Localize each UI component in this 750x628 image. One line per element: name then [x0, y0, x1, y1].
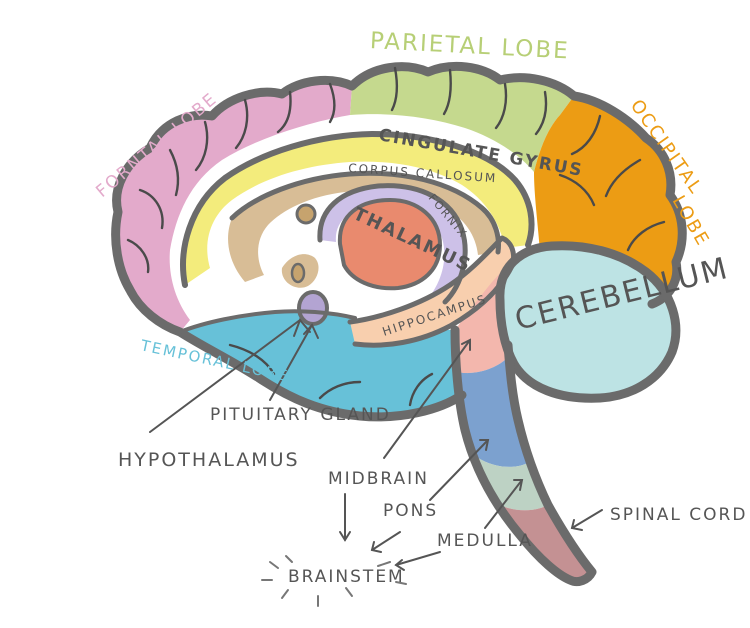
gyri-folds [126, 66, 666, 407]
pituitary-arrow [269, 324, 313, 401]
corpus-outline [229, 170, 501, 255]
arrowhead-1 [293, 318, 311, 337]
hypothalamus-label: HYPOTHALAMUS [118, 449, 300, 471]
cingulate-gyrus [183, 134, 532, 285]
pons-to-brainstem-arrow [371, 531, 401, 551]
brainstem-label: BRAINSTEM [288, 567, 405, 587]
temporal-inner-outline [178, 309, 357, 334]
brain-outline [111, 62, 687, 422]
parietal-lobe [350, 66, 574, 172]
spinal-cord-label: SPINAL CORD [610, 505, 747, 525]
arrowhead-3 [461, 338, 471, 351]
arrowhead-7 [339, 531, 351, 542]
midbrain-label: MIDBRAIN [328, 469, 429, 489]
mammillary-body [290, 262, 306, 284]
pons [455, 360, 530, 467]
spinal-cord-arrow [571, 509, 603, 529]
parietal-lobe-label: PARIETAL LOBE [369, 28, 570, 64]
spinal-cord [500, 505, 592, 582]
arrowhead-5 [513, 479, 524, 491]
thalamus [339, 200, 440, 289]
cerebellum [499, 245, 676, 399]
frontal-lobe [115, 80, 352, 333]
occipital-lobe [534, 96, 683, 304]
arrowhead-6 [570, 519, 583, 531]
pituitary-gland [299, 292, 327, 324]
anterior-commissure [295, 203, 317, 225]
brainstem-sparkles [261, 555, 407, 607]
inner-outline [180, 131, 535, 288]
hypothalamus-arrow [149, 319, 301, 433]
midbrain-arrow [383, 339, 471, 459]
cerebellum-outline [495, 241, 681, 403]
medulla-label: MEDULLA [437, 531, 533, 551]
arrowhead-2 [303, 323, 319, 339]
arrowhead-9 [394, 559, 405, 571]
hippocampus [350, 238, 514, 346]
arrowhead-4 [479, 439, 490, 451]
pituitary-gland-label: PITUITARY GLAND [210, 405, 391, 425]
thalamus-outline [337, 198, 442, 291]
pons-label: PONS [383, 501, 438, 521]
fornix-outline [317, 183, 468, 305]
arrowhead-8 [370, 541, 382, 553]
label-arrows [149, 318, 603, 571]
brainstem-outline [450, 325, 597, 587]
medulla-arrow [484, 479, 523, 529]
pituitary-outline [297, 290, 329, 326]
hippocampus-outline [347, 235, 517, 348]
pons-arrow [429, 439, 489, 501]
medulla-to-brainstem-arrow [395, 551, 441, 566]
